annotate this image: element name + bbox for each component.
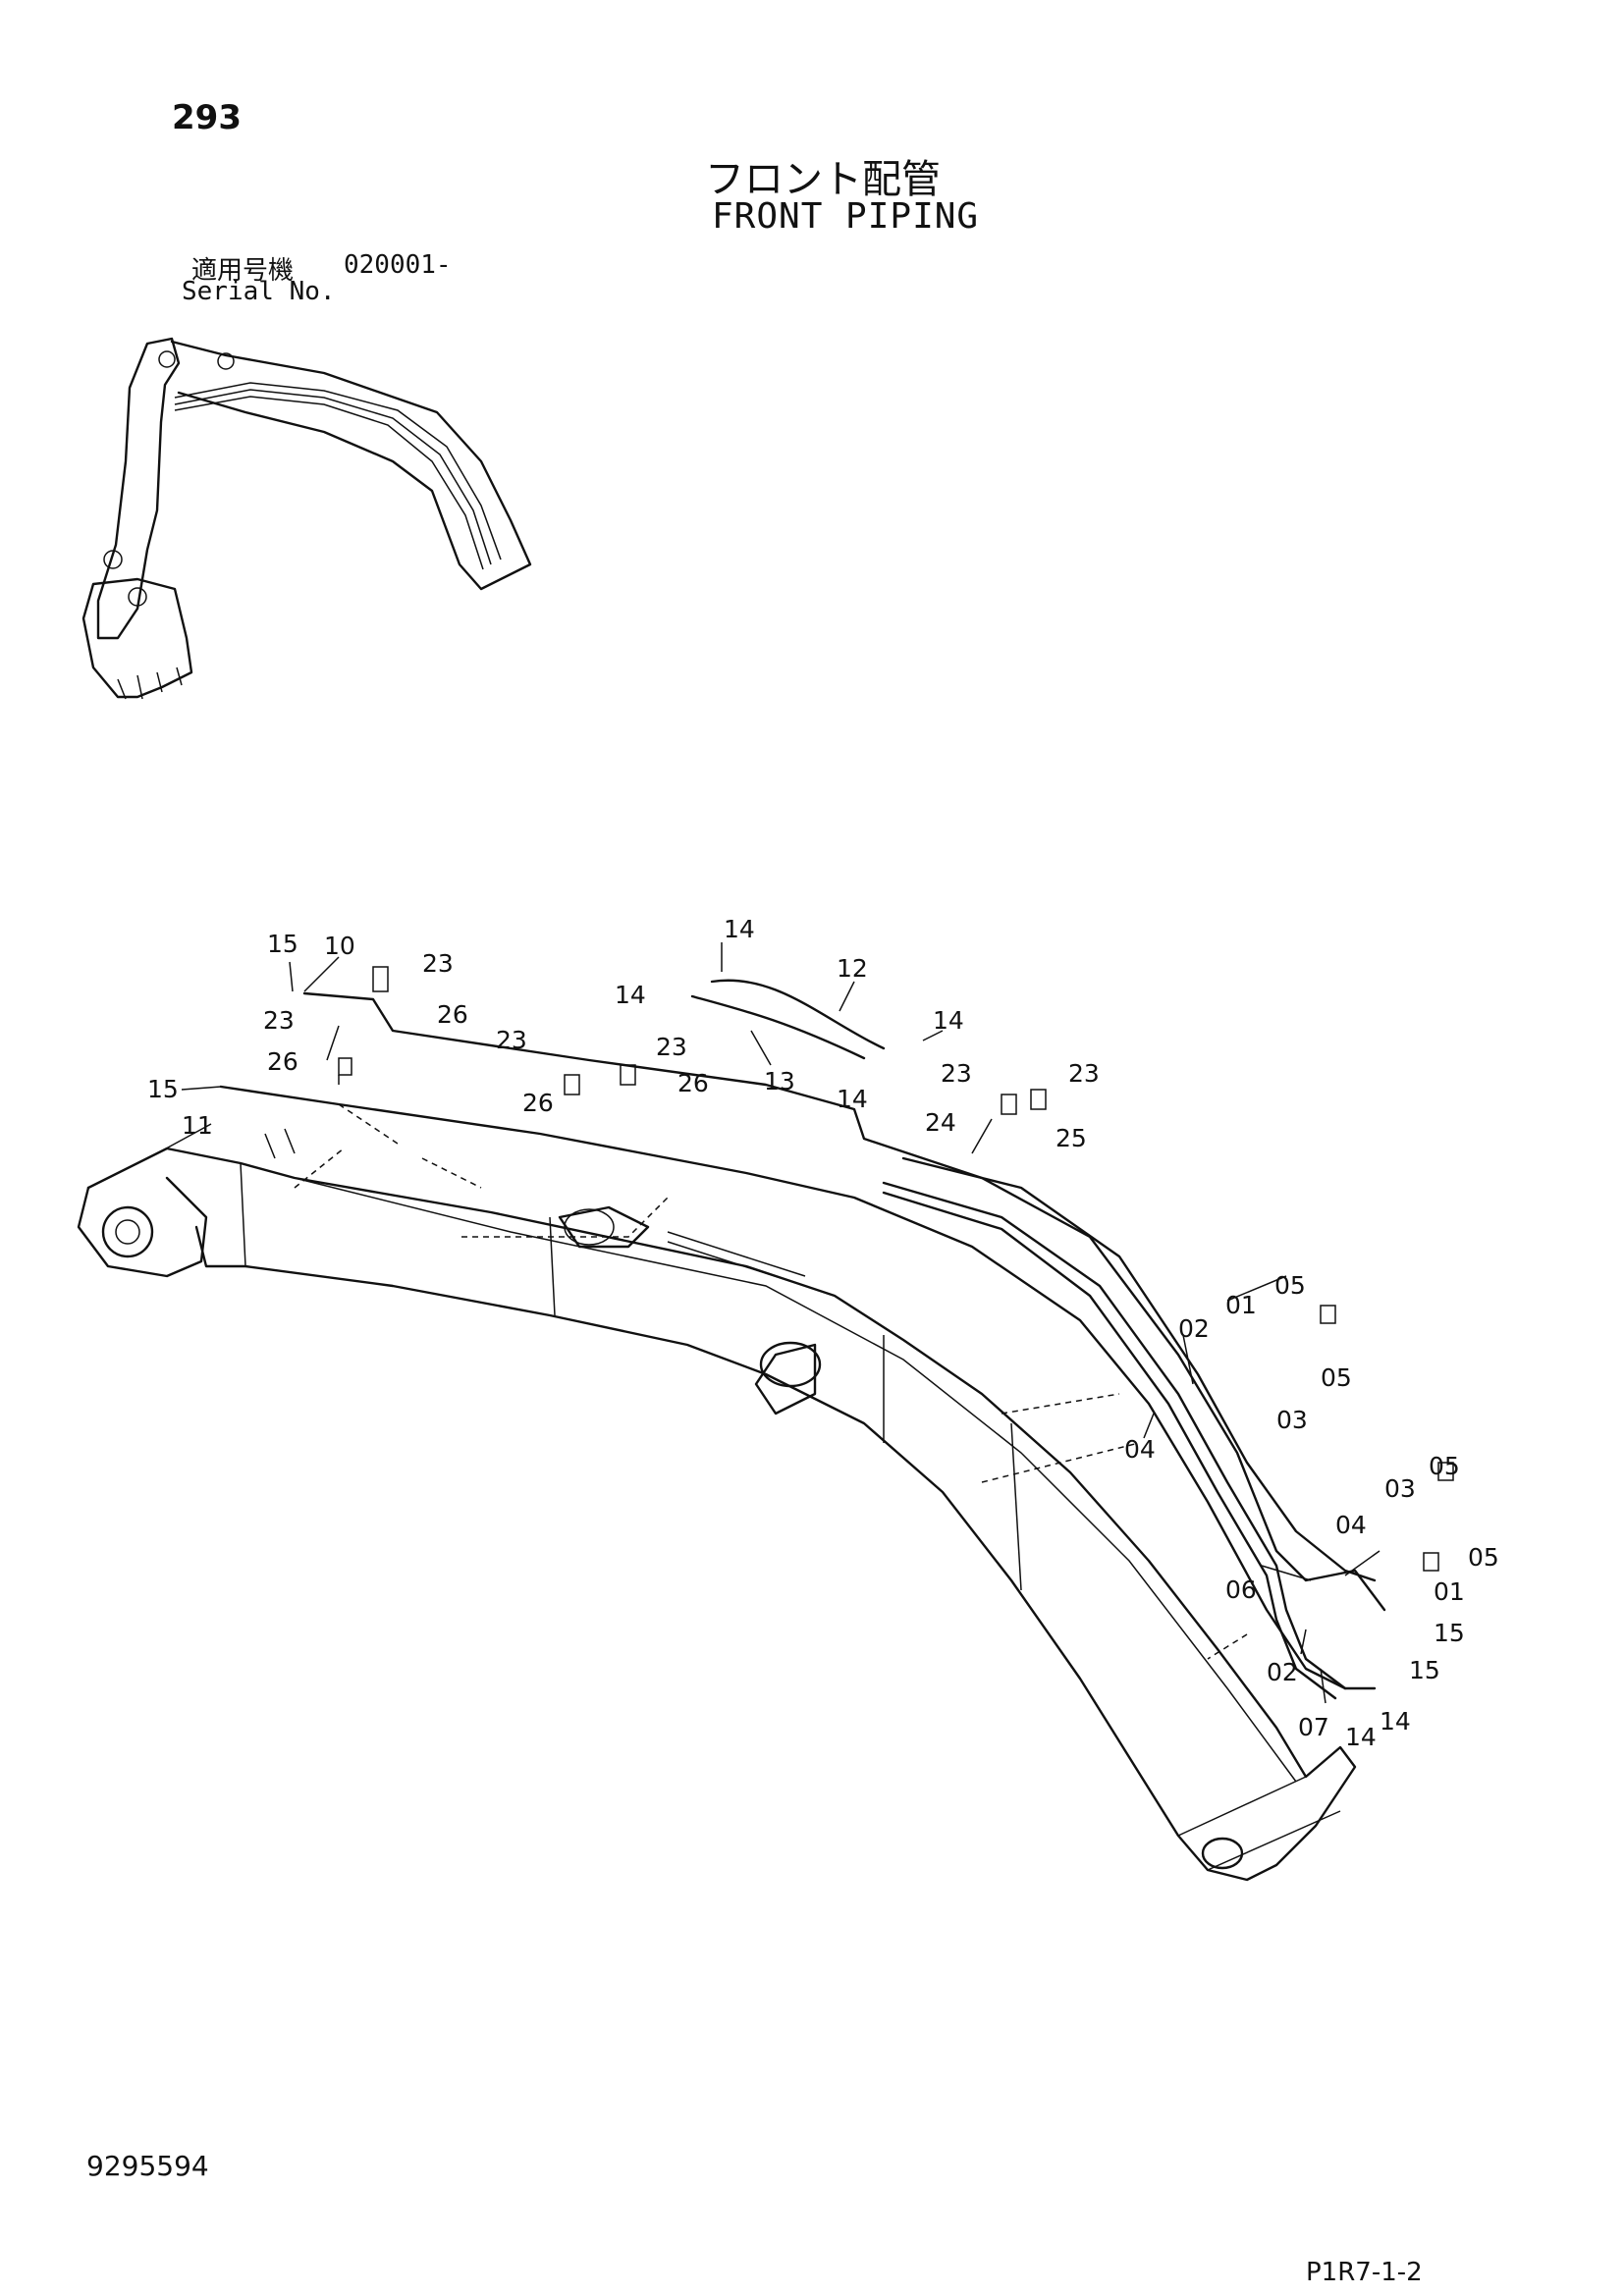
clamp-symbols: [338, 966, 1454, 1572]
boom-drawing: [77, 1128, 1357, 1882]
callout-label: 03: [1384, 1474, 1416, 1503]
callout-label: 13: [764, 1067, 795, 1095]
serial-value: 020001-: [344, 250, 452, 280]
callout-label: 26: [522, 1089, 554, 1117]
callout-label: 15: [267, 930, 298, 958]
callout-label: 26: [267, 1047, 298, 1076]
callout-label: 14: [1380, 1707, 1411, 1735]
leader-lines: [156, 942, 1380, 1704]
callout-label: 14: [933, 1006, 964, 1035]
page-title-japanese: フロント配管: [705, 157, 941, 202]
callout-label: 26: [437, 1000, 468, 1029]
callout-label: 14: [724, 915, 755, 943]
callout-label: 04: [1335, 1511, 1367, 1539]
callout-label: 14: [615, 981, 646, 1009]
arm-overview: [81, 337, 532, 700]
callout-label: 05: [1321, 1363, 1352, 1392]
callout-label: 05: [1429, 1452, 1460, 1480]
callout-label: 24: [925, 1108, 956, 1137]
callout-label: 11: [182, 1111, 213, 1140]
figure-code: P1R7-1-2: [1306, 2258, 1423, 2287]
callout-label: 23: [496, 1026, 527, 1054]
callout-label: 23: [422, 949, 454, 978]
callout-label: 14: [1345, 1723, 1377, 1751]
callout-label: 14: [837, 1085, 868, 1113]
callout-label: 02: [1267, 1658, 1298, 1686]
callout-label: 04: [1124, 1435, 1156, 1464]
callout-label: 02: [1178, 1314, 1210, 1343]
piping-lines: [219, 979, 1386, 1700]
callout-label: 23: [941, 1059, 972, 1088]
callout-label: 10: [324, 932, 355, 960]
callout-labels: 15 10 23 26 23 26 15 11 23 23 26 26 14 1…: [147, 915, 1499, 1751]
page-title: FRONT PIPING: [712, 196, 980, 237]
serial-label: Serial No.: [182, 277, 336, 306]
callout-label: 23: [656, 1033, 687, 1061]
serial-label-japanese: 適用号機: [191, 256, 295, 286]
callout-label: 26: [677, 1069, 709, 1097]
callout-label: 07: [1298, 1713, 1329, 1741]
callout-label: 01: [1225, 1291, 1257, 1319]
document-number: 9295594: [86, 2150, 209, 2182]
callout-label: 12: [837, 954, 868, 983]
page-number: 293: [172, 98, 242, 137]
callout-label: 25: [1056, 1124, 1087, 1152]
callout-label: 05: [1468, 1543, 1499, 1572]
callout-label: 23: [263, 1006, 295, 1035]
callout-label: 15: [1409, 1656, 1440, 1684]
callout-label: 15: [147, 1075, 179, 1103]
callout-label: 06: [1225, 1575, 1257, 1604]
callout-label: 15: [1434, 1619, 1465, 1647]
callout-label: 03: [1276, 1406, 1308, 1434]
callout-label: 23: [1068, 1059, 1100, 1088]
callout-label: 05: [1274, 1271, 1306, 1300]
callout-label: 01: [1434, 1577, 1465, 1606]
